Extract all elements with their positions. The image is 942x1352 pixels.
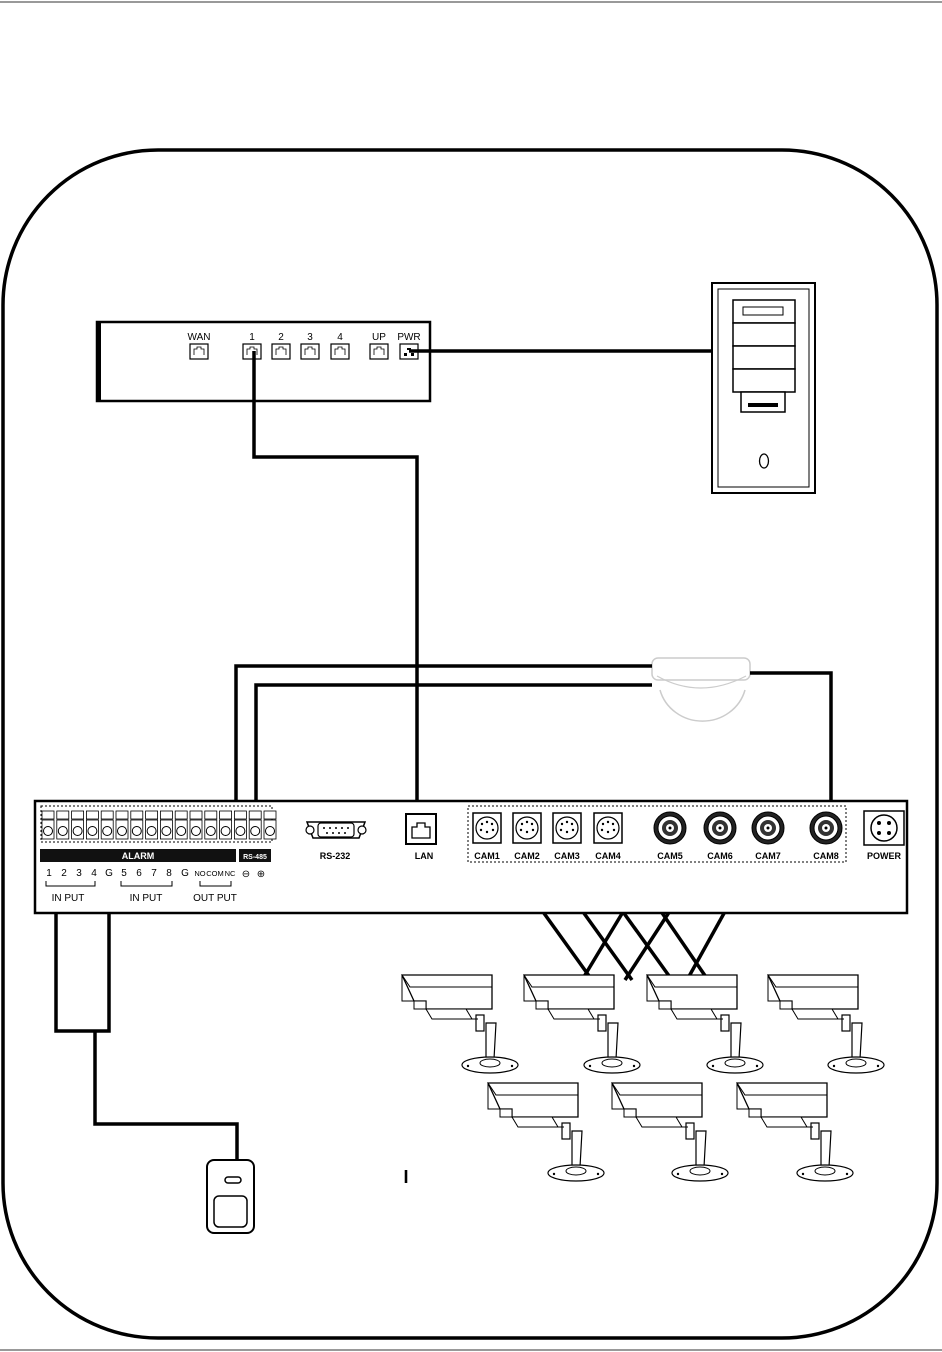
input-group-label-b: IN PUT <box>130 893 163 904</box>
alarm-in-3: 3 <box>76 868 82 879</box>
cam8-label: CAM8 <box>813 851 839 861</box>
alarm-in-4: 4 <box>91 868 97 879</box>
cam7-label: CAM7 <box>755 851 781 861</box>
bullet-camera <box>647 975 763 1073</box>
bullet-cameras <box>402 975 884 1181</box>
lan-label: LAN <box>415 851 434 861</box>
cam5-port: CAM5 <box>654 812 686 861</box>
alarm-terminal <box>175 811 187 839</box>
alarm-terminal <box>146 811 158 839</box>
alarm-out-nc: NC <box>225 869 236 878</box>
cam5-label: CAM5 <box>657 851 683 861</box>
alarm-in-6: 6 <box>136 868 142 879</box>
router-port-3 <box>301 344 319 359</box>
cam6-label: CAM6 <box>707 851 733 861</box>
router-port-label-4: 4 <box>337 332 343 343</box>
cam6-port: CAM6 <box>704 812 736 861</box>
power-port: POWER <box>864 811 904 861</box>
bullet-camera <box>612 1083 728 1181</box>
alarm-terminal <box>249 811 261 839</box>
router-port-label-2: 2 <box>278 332 284 343</box>
cam2-label: CAM2 <box>514 851 540 861</box>
alarm-terminal <box>220 811 232 839</box>
alarm-terminal <box>101 811 113 839</box>
bullet-camera <box>488 1083 604 1181</box>
sensor-cable <box>95 1031 237 1168</box>
rs485-minus: ⊖ <box>242 869 250 880</box>
cam4-port: CAM4 <box>594 813 622 861</box>
alarm-terminal <box>116 811 128 839</box>
alarm-in-8: 8 <box>166 868 172 879</box>
alarm-out-com: COM <box>206 869 224 878</box>
cam4-label: CAM4 <box>595 851 621 861</box>
rs485-label: RS-485 <box>243 854 267 861</box>
alarm-in-g-a: G <box>105 868 113 879</box>
alarm-in-7: 7 <box>151 868 157 879</box>
alarm-label: ALARM <box>122 851 155 861</box>
router-port-1 <box>243 344 261 359</box>
alarm-out-no: NO <box>194 869 205 878</box>
alarm-terminal <box>160 811 172 839</box>
cam3-label: CAM3 <box>554 851 580 861</box>
rs485-cable-minus <box>236 666 652 818</box>
cam8-port: CAM8 <box>810 812 842 861</box>
router-device: WAN 1 2 3 4 UP PWR <box>97 322 430 401</box>
stray-mark: I <box>403 1167 408 1187</box>
rs232-label: RS-232 <box>320 851 351 861</box>
dvr-rear-panel: ALARM RS-485 1 2 3 4 G 5 6 7 8 G NO COM … <box>35 801 907 913</box>
bullet-camera <box>402 975 518 1073</box>
rs485-plus: ⊕ <box>257 869 265 880</box>
bullet-camera <box>768 975 884 1073</box>
router-port-label-3: 3 <box>307 332 313 343</box>
router-port-up <box>370 344 388 359</box>
cam7-port: CAM7 <box>752 812 784 861</box>
dome-video-cable <box>750 673 831 820</box>
rs485-cable-plus <box>256 685 652 818</box>
router-port-label-wan: WAN <box>188 332 211 343</box>
alarm-terminal <box>72 811 84 839</box>
router-port-label-pwr: PWR <box>397 332 420 343</box>
alarm-in-1: 1 <box>46 868 52 879</box>
lan-cable <box>254 351 417 823</box>
bullet-camera <box>524 975 640 1073</box>
alarm-in-2: 2 <box>61 868 67 879</box>
alarm-in-5: 5 <box>121 868 127 879</box>
alarm-terminal <box>190 811 202 839</box>
alarm-terminal <box>42 811 54 839</box>
cam1-label: CAM1 <box>474 851 500 861</box>
power-label: POWER <box>867 851 902 861</box>
output-group-label: OUT PUT <box>193 893 237 904</box>
router-port-wan <box>190 344 208 359</box>
alarm-terminal <box>86 811 98 839</box>
alarm-terminal <box>205 811 217 839</box>
cam2-port: CAM2 <box>513 813 541 861</box>
cam3-port: CAM3 <box>553 813 581 861</box>
alarm-terminal <box>264 811 276 839</box>
input-group-label-a: IN PUT <box>52 893 85 904</box>
router-port-2 <box>272 344 290 359</box>
alarm-in-g-b: G <box>181 868 189 879</box>
alarm-sensor <box>207 1160 254 1233</box>
alarm-terminal <box>57 811 69 839</box>
dome-camera <box>652 658 750 735</box>
router-port-label-up: UP <box>372 332 386 343</box>
cam1-port: CAM1 <box>473 813 501 861</box>
router-port-label-1: 1 <box>249 332 255 343</box>
pc-tower <box>712 283 815 493</box>
bullet-camera <box>737 1083 853 1181</box>
alarm-terminal <box>234 811 246 839</box>
router-port-4 <box>331 344 349 359</box>
alarm-terminal <box>131 811 143 839</box>
